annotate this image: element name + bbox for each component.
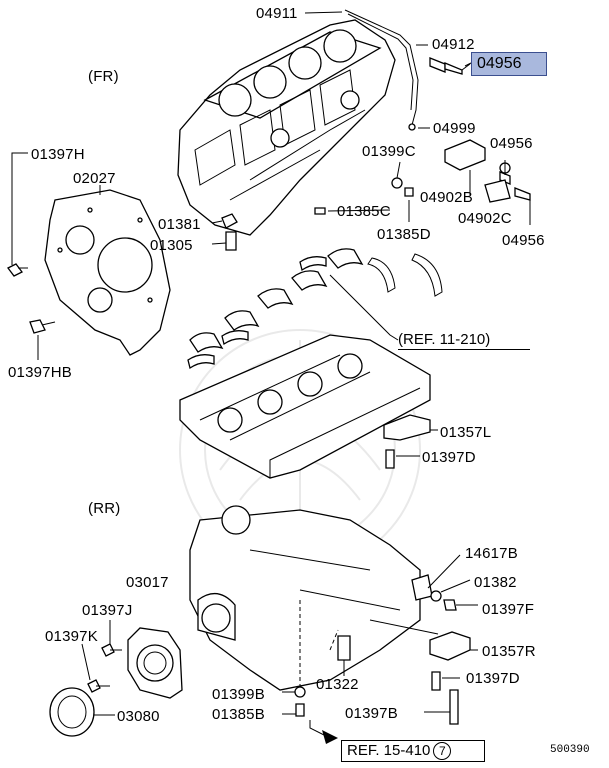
bolt-01397F xyxy=(443,599,478,611)
ref-arrow-icon xyxy=(322,730,338,744)
part-label-04902B[interactable]: 04902B xyxy=(420,189,473,206)
part-label-01397J[interactable]: 01397J xyxy=(82,602,133,619)
bracket-01357R xyxy=(369,619,478,691)
bolt-01397K xyxy=(81,643,110,693)
part-label-02027[interactable]: 02027 xyxy=(73,170,116,187)
part-label-01399C[interactable]: 01399C xyxy=(362,143,416,160)
washer-01399B xyxy=(294,686,306,698)
ref-bottom-circle: 7 xyxy=(433,742,452,760)
main-bearings xyxy=(187,248,443,370)
part-label-01397H[interactable]: 01397H xyxy=(31,146,85,163)
part-label-04999[interactable]: 04999 xyxy=(433,120,476,137)
dowel-01322 xyxy=(337,635,351,676)
part-label-04912[interactable]: 04912 xyxy=(432,36,475,53)
part-label-01397D-b[interactable]: 01397D xyxy=(466,670,520,687)
part-label-04911[interactable]: 04911 xyxy=(256,5,298,22)
part-label-01385B[interactable]: 01385B xyxy=(212,706,265,723)
washer-01399C xyxy=(391,177,403,189)
bracket-14617B xyxy=(411,554,461,601)
ref-bearing-link[interactable]: (REF. 11-210) xyxy=(398,331,530,350)
part-label-04956-a[interactable]: 04956 xyxy=(490,135,533,152)
part-label-01397B[interactable]: 01397B xyxy=(345,705,398,722)
part-label-01397F[interactable]: 01397F xyxy=(482,601,535,618)
washer-01382 xyxy=(430,590,442,602)
plug-01385D xyxy=(404,187,414,197)
part-label-01322[interactable]: 01322 xyxy=(316,676,359,693)
lower-crankcase xyxy=(179,334,431,479)
part-label-03080[interactable]: 03080 xyxy=(117,708,160,725)
part-label-01397K[interactable]: 01397K xyxy=(45,628,98,645)
bracket-01357L xyxy=(383,414,438,469)
part-label-01357R[interactable]: 01357R xyxy=(482,643,536,660)
part-label-01399B[interactable]: 01399B xyxy=(212,686,265,703)
bolt-04956 xyxy=(429,57,471,75)
part-label-01305[interactable]: 01305 xyxy=(150,237,193,254)
part-label-04902C[interactable]: 04902C xyxy=(458,210,512,227)
part-label-01397HB[interactable]: 01397HB xyxy=(8,364,72,381)
part-label-04956-b[interactable]: 04956 xyxy=(502,232,545,249)
plug-01385B xyxy=(295,703,305,717)
part-label-01385C[interactable]: 01385C xyxy=(337,203,391,220)
part-label-01385D[interactable]: 01385D xyxy=(377,226,431,243)
bracket-04902C xyxy=(484,179,531,203)
front-section-label: (FR) xyxy=(88,68,119,85)
part-label-01382[interactable]: 01382 xyxy=(474,574,517,591)
plate-02027 xyxy=(44,189,171,356)
bolt-01397J xyxy=(101,620,122,657)
part-label-04956-highlighted[interactable]: 04956 xyxy=(471,52,547,76)
ref-bottom-text: REF. 15-410 xyxy=(347,742,431,759)
dipstick-tube xyxy=(344,9,419,131)
bolt-01397HB xyxy=(29,319,56,360)
part-label-01381[interactable]: 01381 xyxy=(158,216,201,233)
oil-seal-03080 xyxy=(49,687,115,737)
part-label-03017[interactable]: 03017 xyxy=(126,574,169,591)
part-label-01357L[interactable]: 01357L xyxy=(440,424,492,441)
part-label-14617B[interactable]: 14617B xyxy=(465,545,518,562)
part-01381 xyxy=(221,213,238,229)
seal-housing-03017 xyxy=(127,627,183,699)
part-01305 xyxy=(225,231,237,251)
plug-01385C xyxy=(314,207,326,215)
diagram-number: 500390 xyxy=(550,744,590,756)
bolt-01397H xyxy=(7,152,28,277)
leader-lines-top xyxy=(211,11,531,245)
rear-cylinder-block xyxy=(189,505,421,691)
front-cylinder-block xyxy=(177,19,396,236)
rear-section-label: (RR) xyxy=(88,500,121,517)
part-label-01397D-a[interactable]: 01397D xyxy=(422,449,476,466)
bolt-01397B xyxy=(424,689,459,725)
